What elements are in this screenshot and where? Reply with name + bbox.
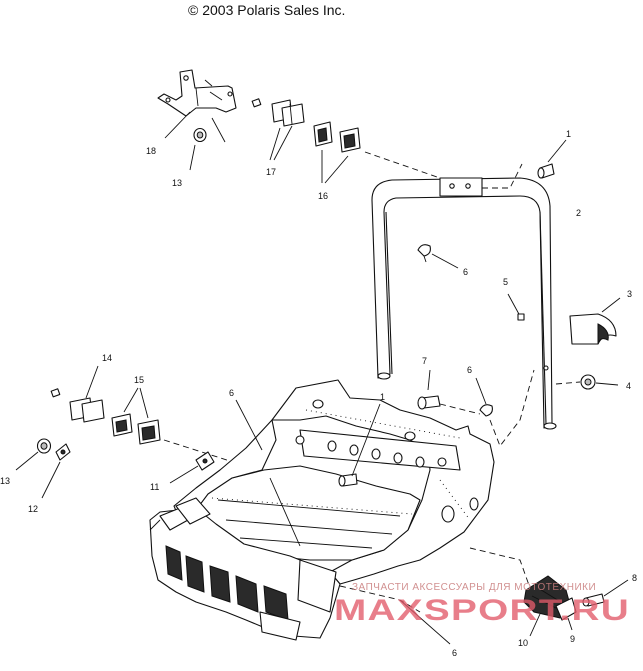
callout-16: 16 [318, 191, 328, 201]
loop-handle [371, 177, 557, 430]
callout-13-top: 13 [172, 178, 182, 188]
watermark: ЗАПЧАСТИ АКСЕССУАРЫ ДЛЯ МОТОТЕХНИКИ MAXS… [334, 582, 630, 627]
watermark-brand: MAXSPORT.RU [334, 594, 630, 627]
bolt-8 [582, 593, 605, 607]
callout-labels: 1 2 3 4 5 6 6 6 6 7 8 9 10 11 12 13 13 1… [0, 129, 637, 658]
callout-6-handle: 6 [463, 267, 468, 277]
bushing-16-b [339, 127, 361, 153]
callout-9: 9 [570, 634, 575, 644]
callout-17: 17 [266, 167, 276, 177]
callout-13-left: 13 [0, 476, 10, 486]
clip-6-right [479, 404, 493, 417]
bolt-1-top [537, 163, 555, 179]
nut-13-top [193, 127, 207, 143]
bolt-7 [417, 395, 441, 410]
bushing-17-a [271, 99, 305, 127]
nut-13-left [36, 438, 52, 454]
bolt-small-left [50, 388, 61, 398]
copyright-text: © 2003 Polaris Sales Inc. [188, 2, 345, 18]
callout-6-right: 6 [467, 365, 472, 375]
nut-4-right [580, 374, 596, 390]
washer-12 [55, 443, 71, 461]
callout-10: 10 [518, 638, 528, 648]
callout-12: 12 [28, 504, 38, 514]
frame-holes [295, 399, 479, 523]
bolt-small-top [251, 98, 262, 108]
bushing-15-a [111, 413, 133, 437]
callout-7: 7 [422, 356, 427, 366]
callout-5: 5 [503, 277, 508, 287]
bushing-16-a [313, 121, 333, 147]
screw-5 [507, 293, 525, 321]
callout-18: 18 [146, 146, 156, 156]
bolt-1-frame [338, 473, 358, 487]
bumper-bracket-9 [555, 597, 577, 621]
clip-6-handle [417, 244, 431, 263]
watermark-tagline: ЗАПЧАСТИ АКСЕССУАРЫ ДЛЯ МОТОТЕХНИКИ [352, 582, 596, 593]
callout-2: 2 [576, 208, 581, 218]
callout-6-bottom: 6 [452, 648, 457, 658]
callout-14: 14 [102, 353, 112, 363]
callout-3: 3 [627, 289, 632, 299]
callout-8: 8 [632, 573, 637, 583]
callout-4-right: 4 [626, 381, 631, 391]
bushing-15-b [137, 419, 161, 445]
callout-11: 11 [150, 482, 159, 492]
washer-11 [195, 451, 215, 471]
callout-6-frame: 6 [229, 388, 234, 398]
mounting-bracket [157, 69, 237, 117]
callout-1-frame: 1 [380, 392, 385, 402]
callout-15: 15 [134, 375, 144, 385]
cover-3 [569, 313, 617, 345]
bushing-14 [69, 397, 105, 423]
main-frame [149, 379, 495, 641]
callout-1-top: 1 [566, 129, 571, 139]
